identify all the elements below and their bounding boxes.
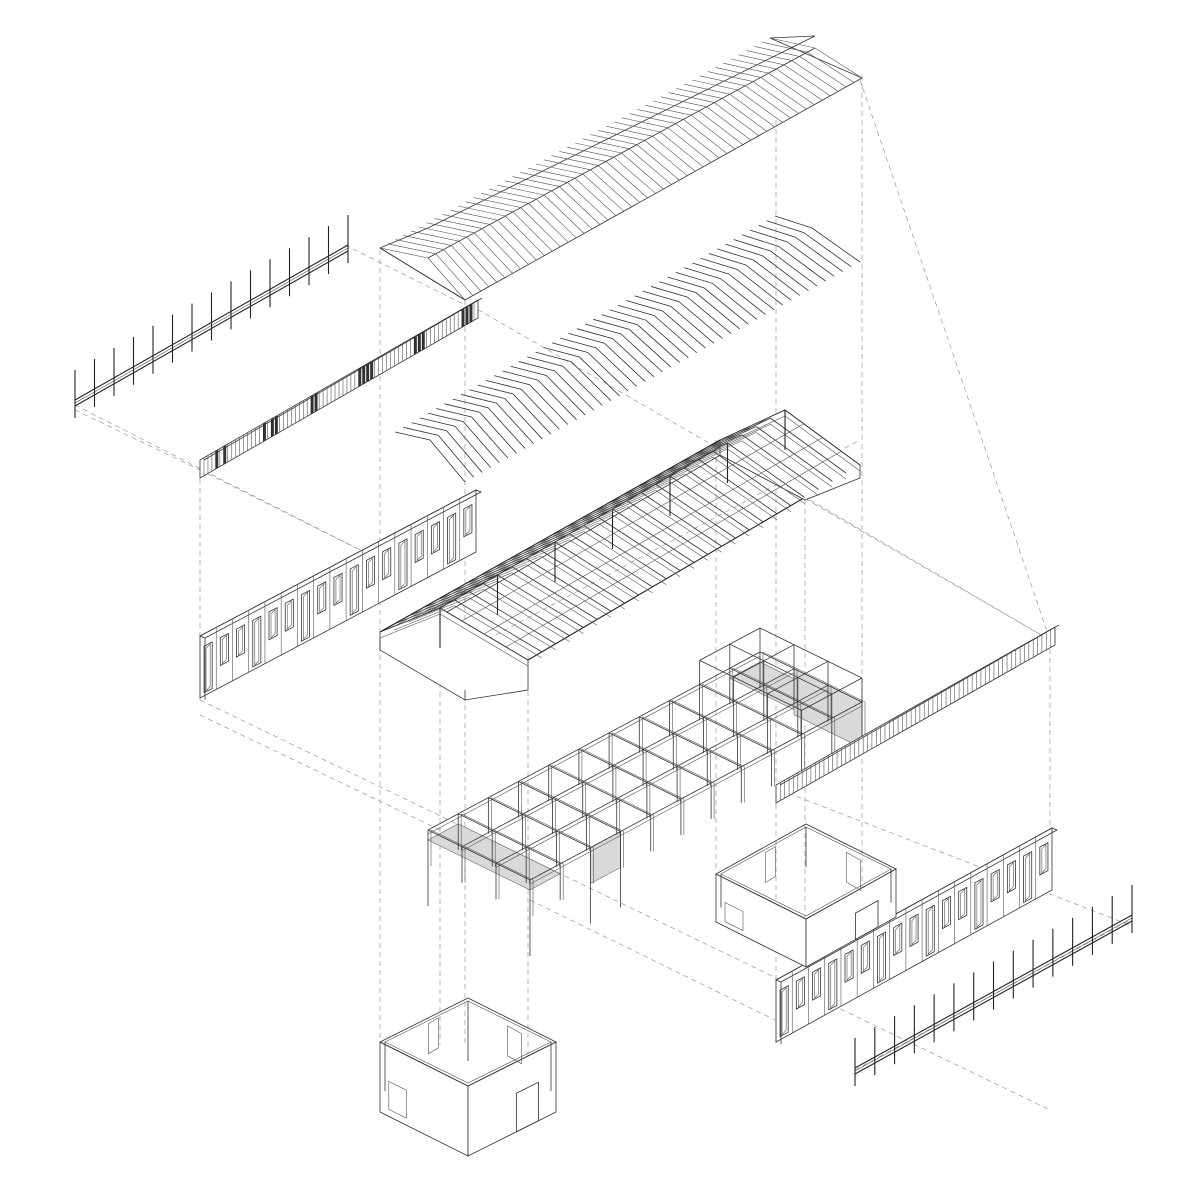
west-fence xyxy=(74,215,349,418)
west-wall xyxy=(199,489,482,700)
projection-guide-lines xyxy=(74,75,1131,1111)
east-fence xyxy=(854,885,1133,1086)
roof-rafters xyxy=(394,215,861,483)
roof-cladding xyxy=(379,35,863,301)
column-grid-frame xyxy=(427,627,866,956)
east-clerestory xyxy=(775,624,1060,804)
east-wall xyxy=(775,827,1058,1044)
core-box-back xyxy=(715,823,897,968)
west-clerestory xyxy=(199,297,483,479)
core-box-front xyxy=(379,997,557,1157)
roof-truss-frame xyxy=(379,409,861,701)
